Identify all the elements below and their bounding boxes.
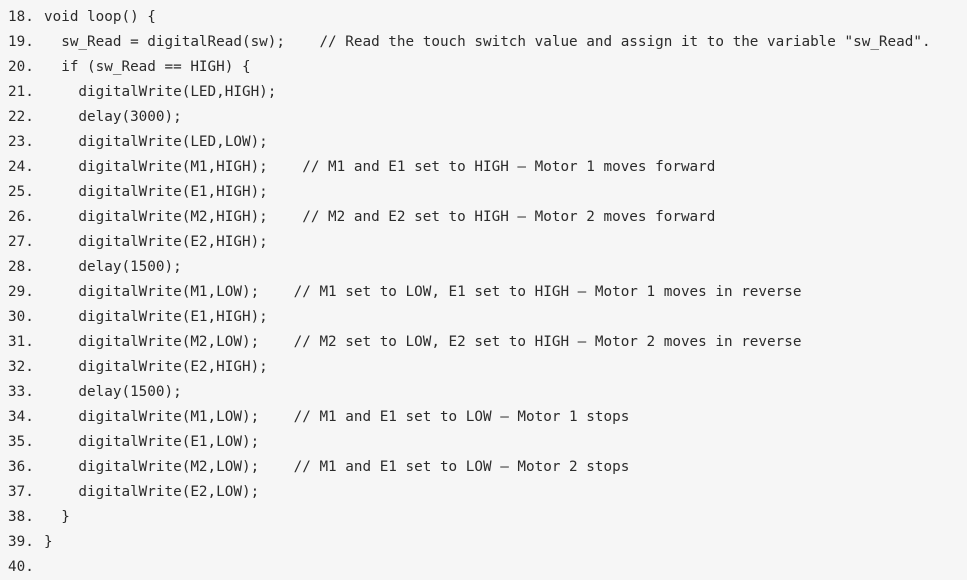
code-line: 23. digitalWrite(LED,LOW);	[8, 130, 931, 155]
line-code: digitalWrite(M2,HIGH); // M2 and E2 set …	[44, 209, 716, 225]
code-listing: 18. void loop() { 19. sw_Read = digitalRe…	[8, 5, 931, 580]
line-code: digitalWrite(E2,HIGH);	[44, 359, 268, 375]
line-code: digitalWrite(LED,LOW);	[44, 134, 268, 150]
line-code: digitalWrite(E1,HIGH);	[44, 309, 268, 325]
line-code: digitalWrite(E2,HIGH);	[44, 234, 268, 250]
line-code: }	[44, 509, 70, 525]
code-line: 22. delay(3000);	[8, 105, 931, 130]
line-number: 27.	[8, 234, 34, 250]
line-number: 31.	[8, 334, 34, 350]
code-line: 35. digitalWrite(E1,LOW);	[8, 430, 931, 455]
line-code: if (sw_Read == HIGH) {	[44, 59, 251, 75]
line-number: 39.	[8, 534, 34, 550]
line-code: digitalWrite(M2,LOW); // M1 and E1 set t…	[44, 459, 630, 475]
code-line: 40.	[8, 555, 931, 580]
line-number: 35.	[8, 434, 34, 450]
line-code: digitalWrite(E2,LOW);	[44, 484, 260, 500]
line-code: }	[44, 534, 53, 550]
line-number: 36.	[8, 459, 34, 475]
code-line: 39.}	[8, 530, 931, 555]
code-line: 27. digitalWrite(E2,HIGH);	[8, 230, 931, 255]
line-number: 24.	[8, 159, 34, 175]
code-line: 38. }	[8, 505, 931, 530]
line-number: 18.	[8, 9, 34, 25]
line-number: 29.	[8, 284, 34, 300]
line-number: 30.	[8, 309, 34, 325]
line-number: 32.	[8, 359, 34, 375]
line-number: 25.	[8, 184, 34, 200]
line-number: 26.	[8, 209, 34, 225]
line-code: delay(1500);	[44, 259, 182, 275]
code-line: 24. digitalWrite(M1,HIGH); // M1 and E1 …	[8, 155, 931, 180]
line-code: digitalWrite(E1,LOW);	[44, 434, 260, 450]
code-line: 31. digitalWrite(M2,LOW); // M2 set to L…	[8, 330, 931, 355]
line-number: 22.	[8, 109, 34, 125]
code-line: 18. void loop() {	[8, 5, 931, 30]
line-code: digitalWrite(E1,HIGH);	[44, 184, 268, 200]
line-code: digitalWrite(M1,HIGH); // M1 and E1 set …	[44, 159, 716, 175]
line-number: 19.	[8, 34, 34, 50]
line-code: digitalWrite(M1,LOW); // M1 and E1 set t…	[44, 409, 630, 425]
line-code: delay(3000);	[44, 109, 182, 125]
code-line: 26. digitalWrite(M2,HIGH); // M2 and E2 …	[8, 205, 931, 230]
code-line: 20. if (sw_Read == HIGH) {	[8, 55, 931, 80]
line-number: 33.	[8, 384, 34, 400]
code-line: 33. delay(1500);	[8, 380, 931, 405]
code-line: 32. digitalWrite(E2,HIGH);	[8, 355, 931, 380]
line-number: 37.	[8, 484, 34, 500]
line-code: digitalWrite(M1,LOW); // M1 set to LOW, …	[44, 284, 802, 300]
line-number: 20.	[8, 59, 34, 75]
code-line: 25. digitalWrite(E1,HIGH);	[8, 180, 931, 205]
line-code: void loop() {	[44, 9, 156, 25]
code-line: 19. sw_Read = digitalRead(sw); // Read t…	[8, 30, 931, 55]
line-number: 38.	[8, 509, 34, 525]
line-number: 40.	[8, 559, 34, 575]
line-code: digitalWrite(LED,HIGH);	[44, 84, 277, 100]
code-line: 34. digitalWrite(M1,LOW); // M1 and E1 s…	[8, 405, 931, 430]
code-line: 36. digitalWrite(M2,LOW); // M1 and E1 s…	[8, 455, 931, 480]
line-number: 21.	[8, 84, 34, 100]
code-line: 37. digitalWrite(E2,LOW);	[8, 480, 931, 505]
line-code: sw_Read = digitalRead(sw); // Read the t…	[44, 34, 931, 50]
code-line: 28. delay(1500);	[8, 255, 931, 280]
line-code: delay(1500);	[44, 384, 182, 400]
code-line: 29. digitalWrite(M1,LOW); // M1 set to L…	[8, 280, 931, 305]
line-code: digitalWrite(M2,LOW); // M2 set to LOW, …	[44, 334, 802, 350]
line-number: 23.	[8, 134, 34, 150]
line-number: 28.	[8, 259, 34, 275]
line-number: 34.	[8, 409, 34, 425]
code-line: 21. digitalWrite(LED,HIGH);	[8, 80, 931, 105]
code-line: 30. digitalWrite(E1,HIGH);	[8, 305, 931, 330]
